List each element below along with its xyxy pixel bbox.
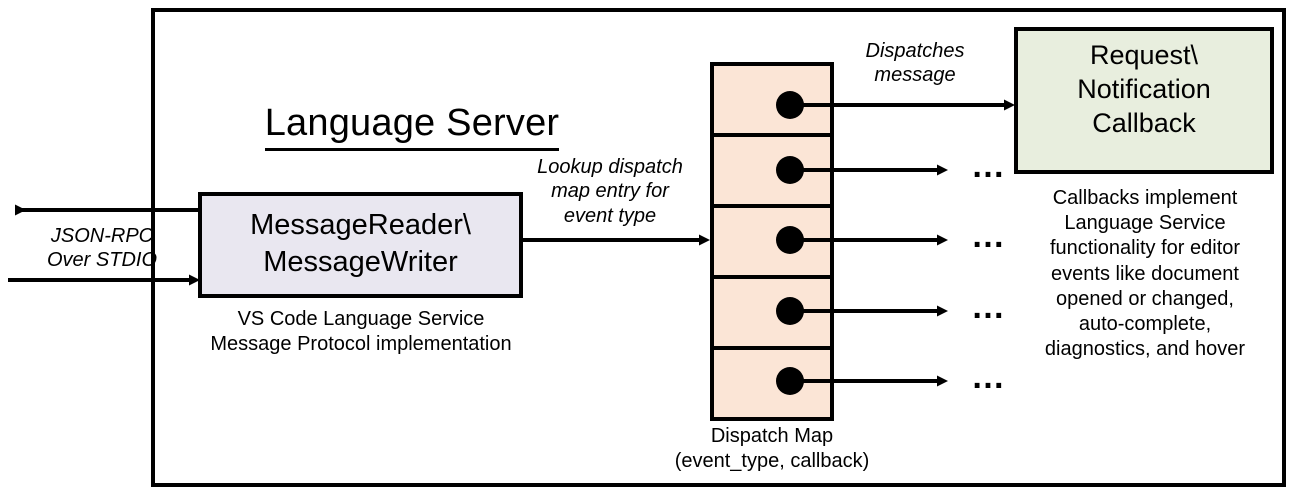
ellipsis-row-2: …: [971, 147, 1009, 185]
message-reader-writer-box: [198, 192, 523, 298]
request-notification-callback-box: [1014, 27, 1274, 174]
language-server-boundary: [151, 8, 1286, 487]
request-notification-callback-label: Request\ Notification Callback: [1077, 40, 1211, 139]
lookup-dispatch-edge-label: Lookup dispatch map entry for event type: [537, 156, 683, 227]
message-reader-writer-caption: VS Code Language Service Message Protoco…: [210, 308, 512, 356]
callback-caption: Callbacks implement Language Service fun…: [1044, 187, 1246, 361]
page-title-text: Language Server: [264, 101, 560, 151]
ellipsis-row-3: …: [971, 217, 1009, 255]
message-reader-writer-label: MessageReader\ MessageWriter: [250, 209, 471, 279]
dispatch-map-caption: Dispatch Map (event_type, callback): [674, 425, 870, 473]
page-title: Language Server: [232, 56, 592, 151]
ellipsis-row-4: …: [971, 288, 1009, 326]
json-rpc-edge-label: JSON-RPC Over STDIO: [46, 225, 157, 272]
dispatch-message-edge-label: Dispatches message: [865, 40, 965, 87]
ellipsis-row-5: …: [971, 358, 1009, 396]
